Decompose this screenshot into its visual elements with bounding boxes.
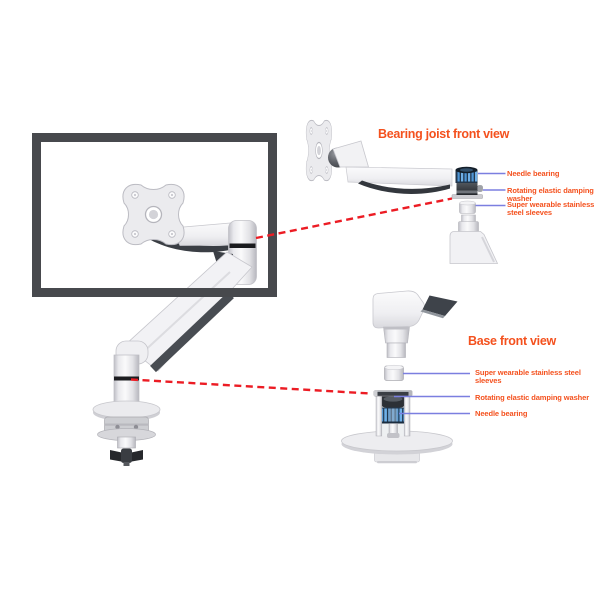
joist-flange xyxy=(451,194,483,199)
base-disc xyxy=(341,430,453,464)
bearing-joist-view-title: Bearing joist front view xyxy=(378,127,510,141)
joist-bracket xyxy=(332,140,370,168)
damping-washer xyxy=(456,181,483,195)
joist-arm-slab xyxy=(345,166,453,187)
base-view-title: Base front view xyxy=(468,334,556,348)
label-steel-sleeves-bottom: Super wearable stainless steel sleeves xyxy=(475,368,581,385)
elbow-joint-ring xyxy=(229,243,256,248)
label-damping-washer-bottom: Rotating elastic damping washer xyxy=(475,392,590,402)
vesa-plate xyxy=(122,183,185,246)
base-disc xyxy=(92,400,161,419)
steel-sleeve xyxy=(384,364,404,381)
callout-dashed-lines xyxy=(130,197,453,395)
bearing-cup-cutaway xyxy=(373,390,413,438)
needle-bearing xyxy=(379,407,407,424)
joist-lower-arm xyxy=(449,214,499,264)
joist-arm-underside xyxy=(358,180,450,194)
mini-vesa-plate xyxy=(305,119,333,182)
steel-sleeve xyxy=(459,200,476,214)
needle-bearing xyxy=(455,166,478,183)
label-needle-bearing-top: Needle bearing xyxy=(507,168,560,178)
base-arm-dark-ribbon xyxy=(422,295,458,316)
base-arm-neck xyxy=(383,326,410,358)
leader-lines xyxy=(394,172,506,415)
base-view-figure xyxy=(341,290,458,464)
desk-clamp-base xyxy=(92,400,161,466)
label-damping-washer-top: Rotating elastic damping washer xyxy=(507,185,594,203)
callout-line-bearing-joist xyxy=(255,197,453,240)
lower-arm-dark-stripe xyxy=(150,291,234,373)
vesa-screws xyxy=(131,191,176,238)
label-steel-sleeves-top: Super wearable stainless steel sleeves xyxy=(507,200,595,217)
upper-arm-underside xyxy=(144,233,240,253)
callout-line-base xyxy=(130,378,371,395)
label-needle-bearing-bottom: Needle bearing xyxy=(475,408,528,418)
monitor-frame-front xyxy=(32,133,277,297)
bearing-joist-view-figure xyxy=(305,119,499,264)
base-arm-end xyxy=(372,290,425,329)
lower-arm-shade-line xyxy=(139,271,231,356)
pole-joint-ring xyxy=(114,376,139,381)
main-arm-assembly xyxy=(113,220,257,413)
